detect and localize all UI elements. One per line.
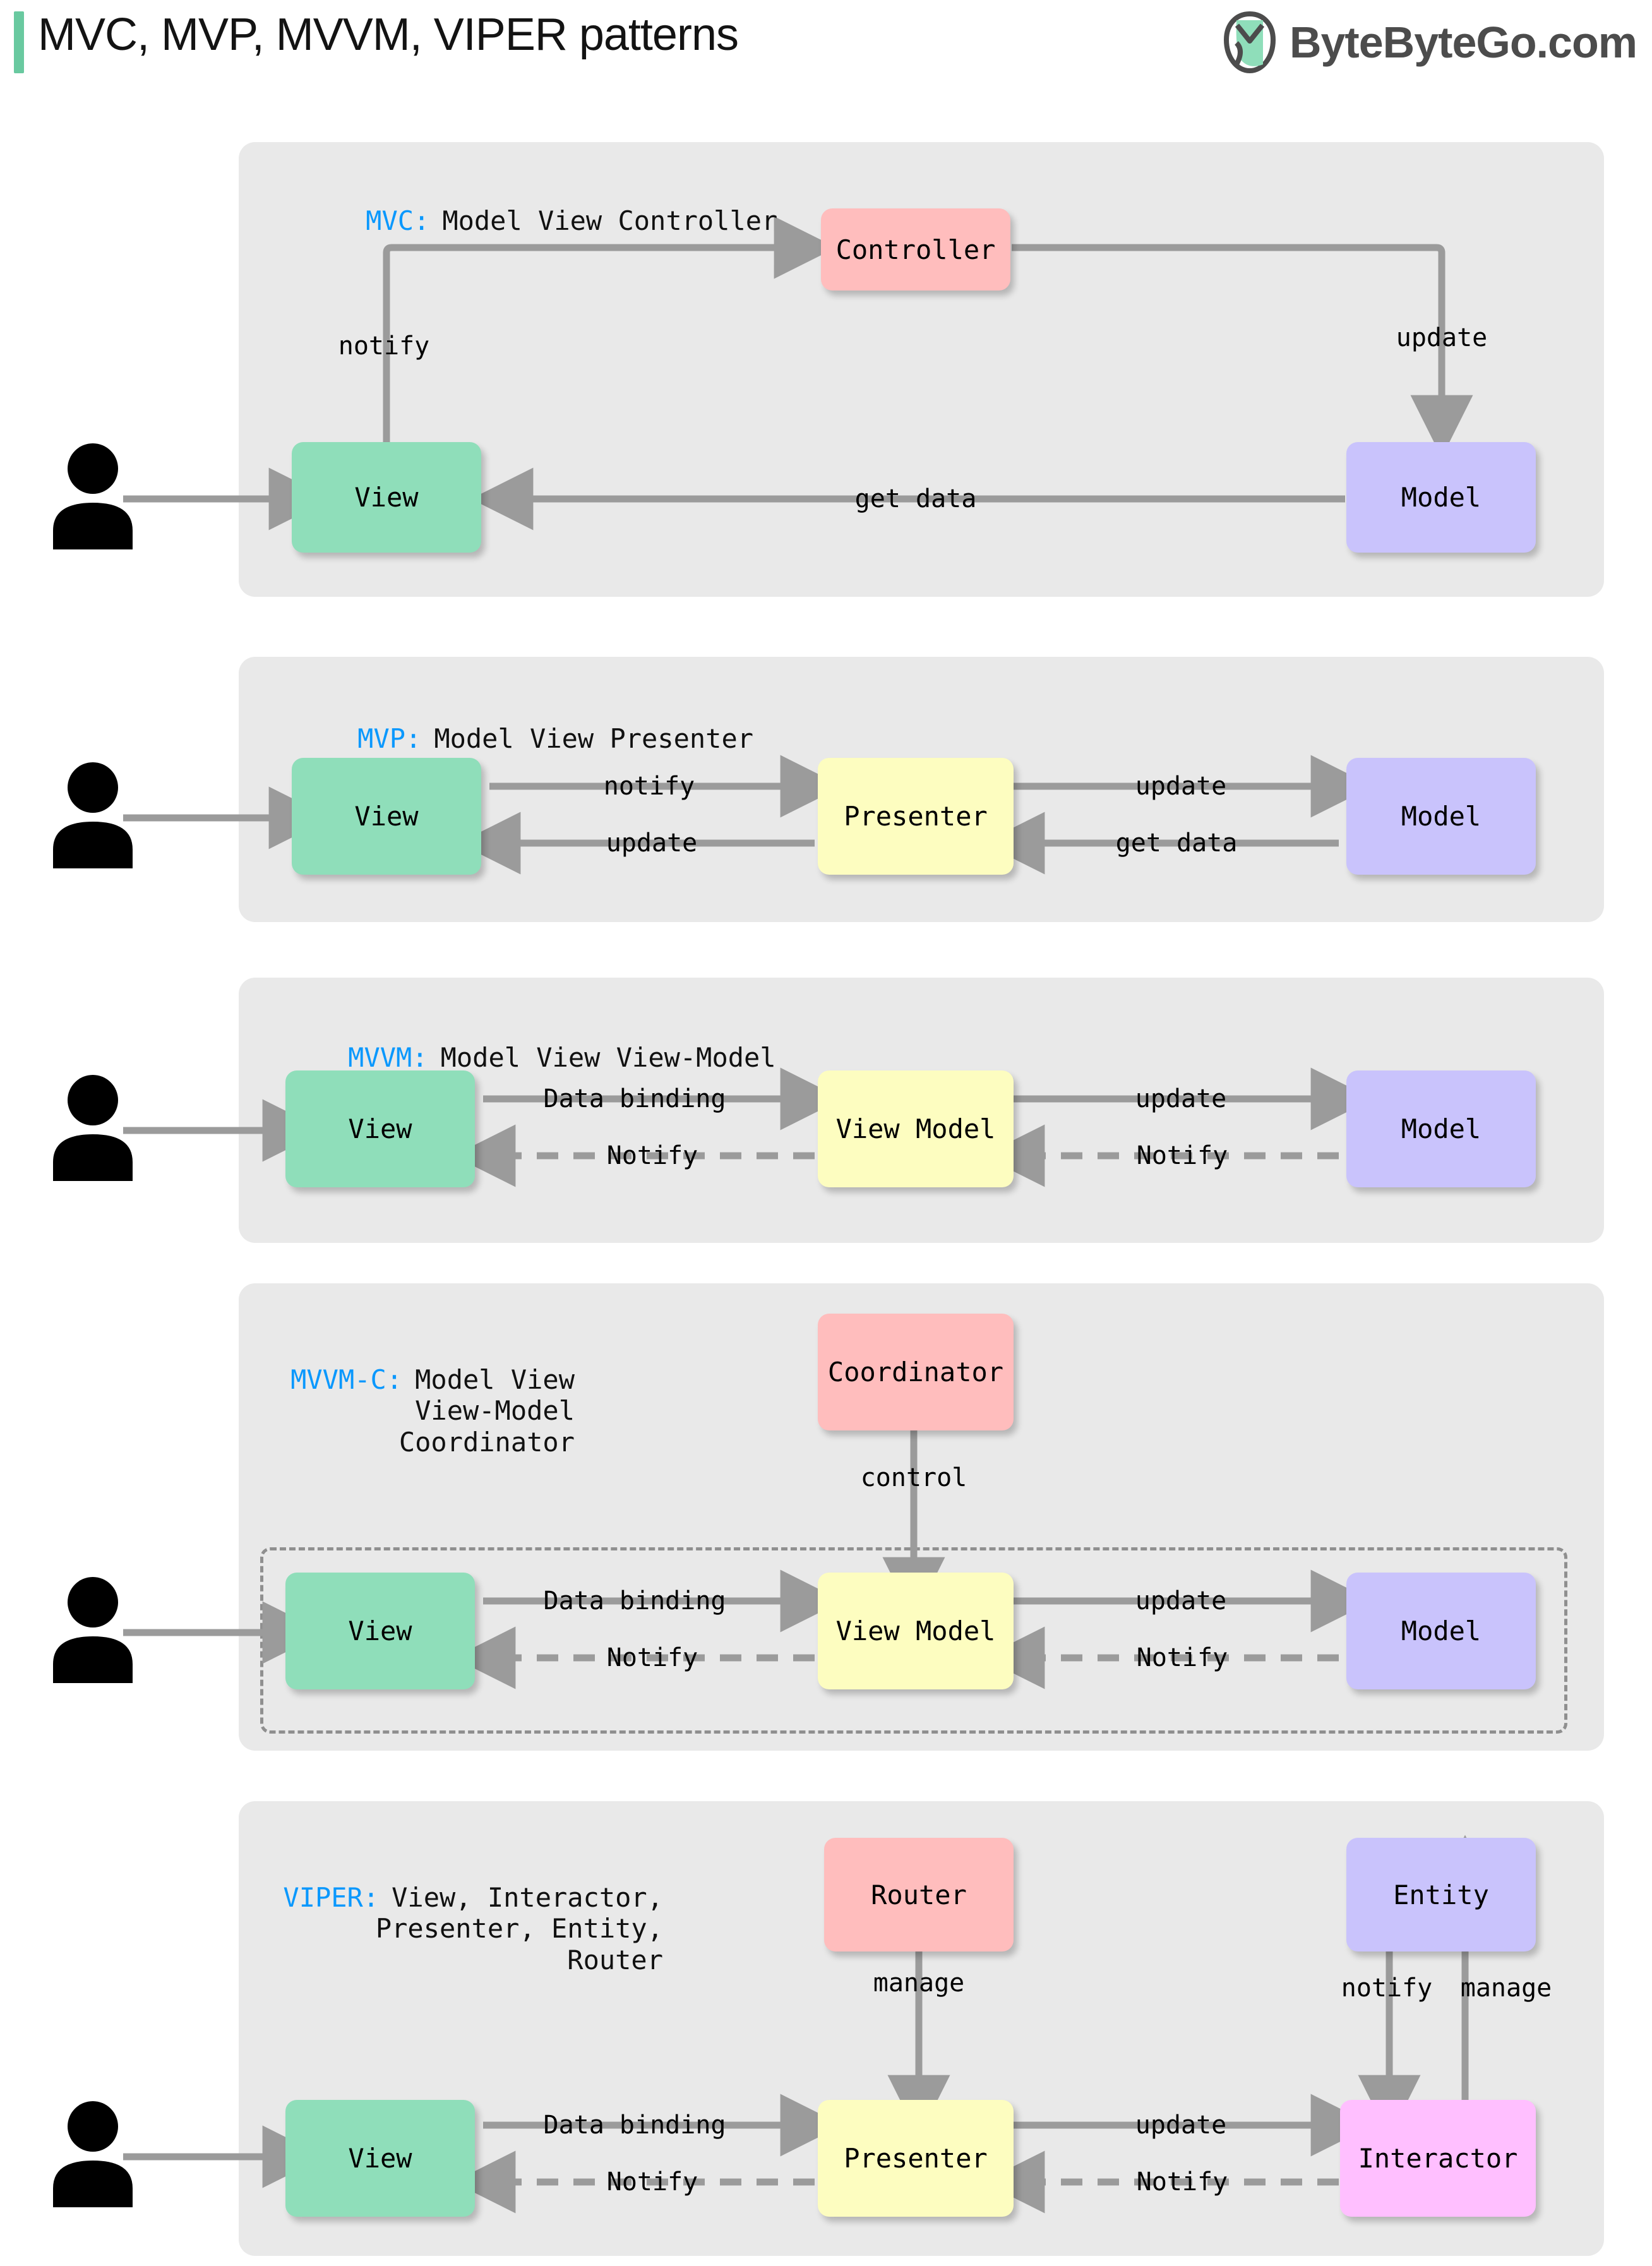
node-view-mvvm[interactable]: View bbox=[285, 1070, 475, 1187]
node-router[interactable]: Router bbox=[824, 1838, 1014, 1951]
edge-label-mvc-get-data: get data bbox=[854, 484, 977, 513]
section-tag-mvp: MVP: bbox=[357, 722, 422, 754]
node-label: Model bbox=[1401, 482, 1481, 513]
node-view-mvvmc[interactable]: View bbox=[285, 1573, 475, 1689]
node-label: Presenter bbox=[844, 2143, 988, 2174]
section-text-mvvm-c: Model View View-Model Coordinator bbox=[398, 1364, 575, 1458]
edge-label-viper-manage-router: manage bbox=[873, 1969, 965, 1998]
node-entity[interactable]: Entity bbox=[1346, 1838, 1536, 1951]
node-label: View bbox=[354, 482, 419, 513]
edge-label-mvvm-data-binding: Data binding bbox=[543, 1084, 726, 1113]
edge-label-mvp-notify: notify bbox=[603, 772, 695, 801]
bytebytego-leaf-icon bbox=[1223, 11, 1276, 73]
page-title: MVC, MVP, MVVM, VIPER patterns bbox=[38, 9, 739, 60]
node-label: Model bbox=[1401, 1616, 1481, 1646]
section-title-mvvm: MVVM: Model View View-Model bbox=[284, 1010, 776, 1105]
node-view-mvc[interactable]: View bbox=[292, 442, 481, 553]
node-label: View Model bbox=[835, 1616, 996, 1646]
edge-label-mvvmc-notify-view: Notify bbox=[606, 1643, 698, 1672]
node-view-model-mvvm[interactable]: View Model bbox=[818, 1070, 1014, 1187]
user-icon bbox=[53, 1577, 133, 1683]
page-header: MVC, MVP, MVVM, VIPER patterns ByteByteG… bbox=[0, 0, 1652, 95]
node-model-mvp[interactable]: Model bbox=[1346, 758, 1536, 875]
node-presenter-mvp[interactable]: Presenter bbox=[818, 758, 1014, 875]
section-text-mvc: Model View Controller bbox=[442, 205, 778, 236]
section-tag-mvvm-c: MVVM-C: bbox=[290, 1364, 403, 1395]
brand-name: ByteByteGo.com bbox=[1289, 18, 1637, 67]
edge-label-viper-notify-interactor: Notify bbox=[1136, 2167, 1228, 2197]
node-interactor[interactable]: Interactor bbox=[1340, 2100, 1536, 2217]
edge-label-viper-notify-presenter: Notify bbox=[606, 2167, 698, 2197]
section-tag-mvc: MVC: bbox=[366, 205, 430, 236]
user-icon bbox=[53, 443, 133, 549]
edge-label-mvc-notify: notify bbox=[338, 332, 430, 361]
header-accent-bar bbox=[14, 11, 24, 73]
node-view-viper[interactable]: View bbox=[285, 2100, 475, 2217]
edge-label-mvc-update: update bbox=[1396, 323, 1488, 352]
node-label: Model bbox=[1401, 1113, 1481, 1144]
edge-label-mvvm-notify-model: Notify bbox=[1136, 1141, 1228, 1170]
section-title-mvc: MVC: Model View Controller bbox=[302, 174, 777, 268]
node-label: View Model bbox=[835, 1113, 996, 1144]
section-tag-mvvm: MVVM: bbox=[348, 1041, 428, 1073]
section-title-mvvm-c: MVVM-C:Model View View-Model Coordinator bbox=[208, 1333, 575, 1489]
section-text-mvp: Model View Presenter bbox=[434, 722, 754, 754]
node-label: View bbox=[354, 801, 419, 832]
edge-label-viper-update: update bbox=[1135, 2111, 1227, 2140]
edge-label-mvvm-notify-view: Notify bbox=[606, 1141, 698, 1170]
edge-label-viper-manage-entity: manage bbox=[1460, 1974, 1552, 2003]
node-label: Router bbox=[871, 1879, 967, 1910]
node-coordinator[interactable]: Coordinator bbox=[818, 1314, 1014, 1430]
node-label: Controller bbox=[835, 234, 996, 265]
edge-label-mvp-get-data: get data bbox=[1115, 829, 1238, 858]
node-label: Model bbox=[1401, 801, 1481, 832]
node-label: Interactor bbox=[1358, 2143, 1518, 2174]
edge-label-mvvmc-update: update bbox=[1135, 1586, 1227, 1616]
node-label: View bbox=[348, 1616, 412, 1646]
section-title-viper: VIPER:View, Interactor, Presenter, Entit… bbox=[158, 1850, 663, 2007]
node-model-mvc[interactable]: Model bbox=[1346, 442, 1536, 553]
node-view-model-mvvmc[interactable]: View Model bbox=[818, 1573, 1014, 1689]
node-label: Coordinator bbox=[827, 1357, 1004, 1388]
section-tag-viper: VIPER: bbox=[283, 1881, 380, 1913]
edge-label-mvvmc-control: control bbox=[860, 1463, 967, 1492]
section-title-mvp: MVP: Model View Presenter bbox=[294, 692, 753, 786]
edge-label-mvp-update-view: update bbox=[606, 829, 698, 858]
node-label: Entity bbox=[1393, 1879, 1489, 1910]
section-text-viper: View, Interactor, Presenter, Entity, Rou… bbox=[375, 1881, 663, 1975]
node-controller[interactable]: Controller bbox=[821, 208, 1010, 291]
edge-label-viper-data-binding: Data binding bbox=[543, 2111, 726, 2140]
node-model-mvvm[interactable]: Model bbox=[1346, 1070, 1536, 1187]
edge-label-viper-notify-entity: notify bbox=[1341, 1974, 1433, 2003]
user-icon bbox=[53, 762, 133, 868]
node-label: View bbox=[348, 1113, 412, 1144]
user-icon bbox=[53, 1075, 133, 1181]
user-icon bbox=[53, 2101, 133, 2207]
edge-label-mvvm-update: update bbox=[1135, 1084, 1227, 1113]
node-label: View bbox=[348, 2143, 412, 2174]
edge-label-mvvmc-data-binding: Data binding bbox=[543, 1586, 726, 1616]
brand-logo: ByteByteGo.com bbox=[1223, 11, 1637, 73]
node-presenter-viper[interactable]: Presenter bbox=[818, 2100, 1014, 2217]
node-label: Presenter bbox=[844, 801, 988, 832]
node-model-mvvmc[interactable]: Model bbox=[1346, 1573, 1536, 1689]
edge-label-mvvmc-notify-model: Notify bbox=[1136, 1643, 1228, 1672]
section-text-mvvm: Model View View-Model bbox=[440, 1041, 776, 1073]
node-view-mvp[interactable]: View bbox=[292, 758, 481, 875]
edge-label-mvp-update-model: update bbox=[1135, 772, 1227, 801]
